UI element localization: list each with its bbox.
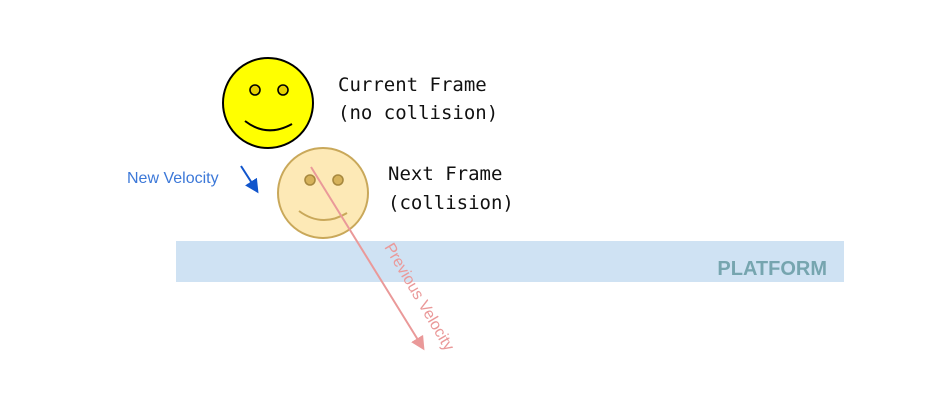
current-frame-label-line1: Current Frame — [338, 74, 487, 96]
current-frame-label-line2: (no collision) — [338, 102, 498, 124]
platform-bar — [176, 241, 844, 282]
left-eye-icon — [249, 84, 261, 96]
smile-icon — [298, 210, 348, 221]
platform: PLATFORM — [176, 241, 844, 282]
current-frame-face-icon — [222, 57, 314, 149]
new-velocity-arrow-icon — [240, 165, 259, 194]
next-frame-face-icon — [277, 147, 369, 239]
platform-label: PLATFORM — [717, 258, 827, 280]
smile-icon — [244, 120, 293, 132]
right-eye-icon — [332, 174, 344, 186]
new-velocity-label: New Velocity — [127, 170, 219, 187]
left-eye-icon — [304, 174, 316, 186]
right-eye-icon — [277, 84, 289, 96]
next-frame-label-line2: (collision) — [388, 192, 514, 214]
next-frame-label-line1: Next Frame — [388, 163, 502, 185]
previous-velocity-arrow-icon — [310, 166, 425, 351]
